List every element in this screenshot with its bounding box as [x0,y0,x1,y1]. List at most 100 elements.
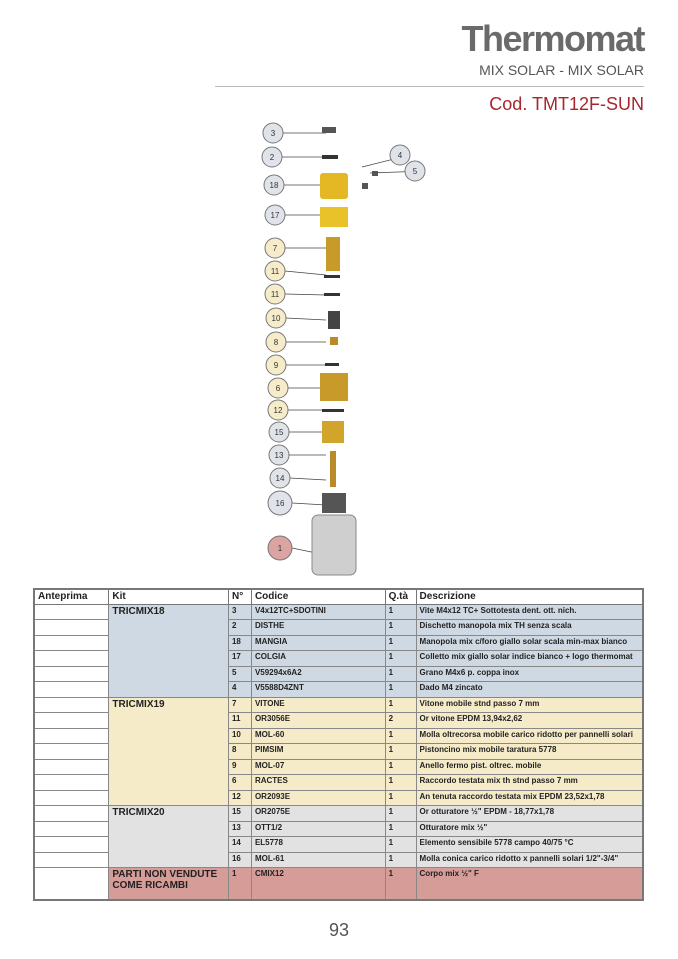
cell-n: 3 [227,603,252,620]
part-ring [325,363,339,366]
callout-number: 6 [276,384,281,393]
cell-qty: 1 [384,836,417,853]
cell-code: MANGIA [250,634,386,651]
cell-n: 6 [227,774,252,791]
callout-bubble [265,354,287,376]
cell-qty: 1 [384,758,417,775]
callout-number: 18 [270,181,279,190]
column-header: Codice [250,588,386,605]
cell-code: MOL-60 [250,727,386,744]
cell-n: 17 [227,650,252,667]
callout-number: 11 [271,267,280,276]
cell-desc: Elemento sensibile 5778 campo 40/75 °C [415,836,644,853]
cell-qty: 1 [384,634,417,651]
part-spindle [326,237,340,271]
part-spring [328,311,340,329]
callout-bubble [264,260,286,282]
cell-qty: 1 [384,820,417,837]
cell-code: MOL-61 [250,851,386,868]
cell-desc: Manopola mix c/foro giallo solar scala m… [415,634,644,651]
cell-desc: Raccordo testata mix th stnd passo 7 mm [415,774,644,791]
cell-desc: Vitone mobile stnd passo 7 mm [415,696,644,713]
part-fitting [320,373,348,401]
callout-bubble [269,467,291,489]
part-conical-spring [322,493,346,513]
cell-code: RACTES [250,774,386,791]
part-preview-thumbnail [33,851,110,868]
cell-desc: Or otturatore ½" EPDM - 18,77x1,78 [415,805,644,822]
part-shutter [322,421,344,443]
part-screw [322,127,336,133]
cell-code: OR3056E [250,712,386,729]
part-collar [320,207,348,227]
brand-logo: Thermomat [461,18,645,59]
kit-name: TRICMIX18 [108,603,229,698]
cell-desc: Colletto mix giallo solar indice bianco … [415,650,644,667]
part-preview-thumbnail [33,603,110,620]
part-preview-thumbnail [33,758,110,775]
cell-n: 7 [227,696,252,713]
part-nut [362,183,368,189]
cell-qty: 1 [384,681,417,698]
part-preview-thumbnail [33,789,110,806]
kit-name: TRICMIX19 [108,696,229,806]
part-preview-thumbnail [33,696,110,713]
callout-number: 5 [413,167,418,176]
callout-bubble [264,283,286,305]
callout-number: 3 [271,129,276,138]
callout-bubble [265,307,287,329]
leader-line [291,502,327,506]
part-preview-thumbnail [33,681,110,698]
cell-code: OR2075E [250,805,386,822]
callout-number: 11 [271,290,280,299]
callout-number: 2 [270,153,275,162]
part-sensor [330,451,336,487]
cell-qty: 1 [384,743,417,760]
cell-n: 2 [227,619,252,636]
callout-number: 9 [274,361,279,370]
product-code: Cod. TMT12F-SUN [489,94,644,114]
cell-qty: 2 [384,712,417,729]
cell-code: V4x12TC+SDOTINI [250,603,386,620]
part-preview-thumbnail [33,836,110,853]
part-preview-thumbnail [33,650,110,667]
cell-qty: 1 [384,603,417,620]
leader-line [289,477,327,481]
cell-n: 9 [227,758,252,775]
cell-desc: Dischetto manopola mix TH senza scala [415,619,644,636]
column-header: Kit [108,588,229,605]
cell-desc: An tenuta raccordo testata mix EPDM 23,5… [415,789,644,806]
leader-line [285,317,327,321]
cell-code: COLGIA [250,650,386,667]
cell-code: V5588D4ZNT [250,681,386,698]
cell-qty: 1 [384,619,417,636]
cell-n: 16 [227,851,252,868]
part-preview-thumbnail [33,712,110,729]
cell-desc: Anello fermo pist. oltrec. mobile [415,758,644,775]
cell-n: 18 [227,634,252,651]
cell-n: 15 [227,805,252,822]
callout-bubble [261,146,283,168]
cell-code: DISTHE [250,619,386,636]
part-preview-thumbnail [33,820,110,837]
cell-n: 11 [227,712,252,729]
cell-qty: 1 [384,727,417,744]
callout-number: 10 [272,314,281,323]
cell-code: CMIX12 [250,867,386,900]
cell-qty: 1 [384,789,417,806]
callout-bubble [264,204,286,226]
cell-desc: Molla oltrecorsa mobile carico ridotto p… [415,727,644,744]
column-header: Anteprima [33,588,110,605]
callout-number: 16 [276,499,285,508]
